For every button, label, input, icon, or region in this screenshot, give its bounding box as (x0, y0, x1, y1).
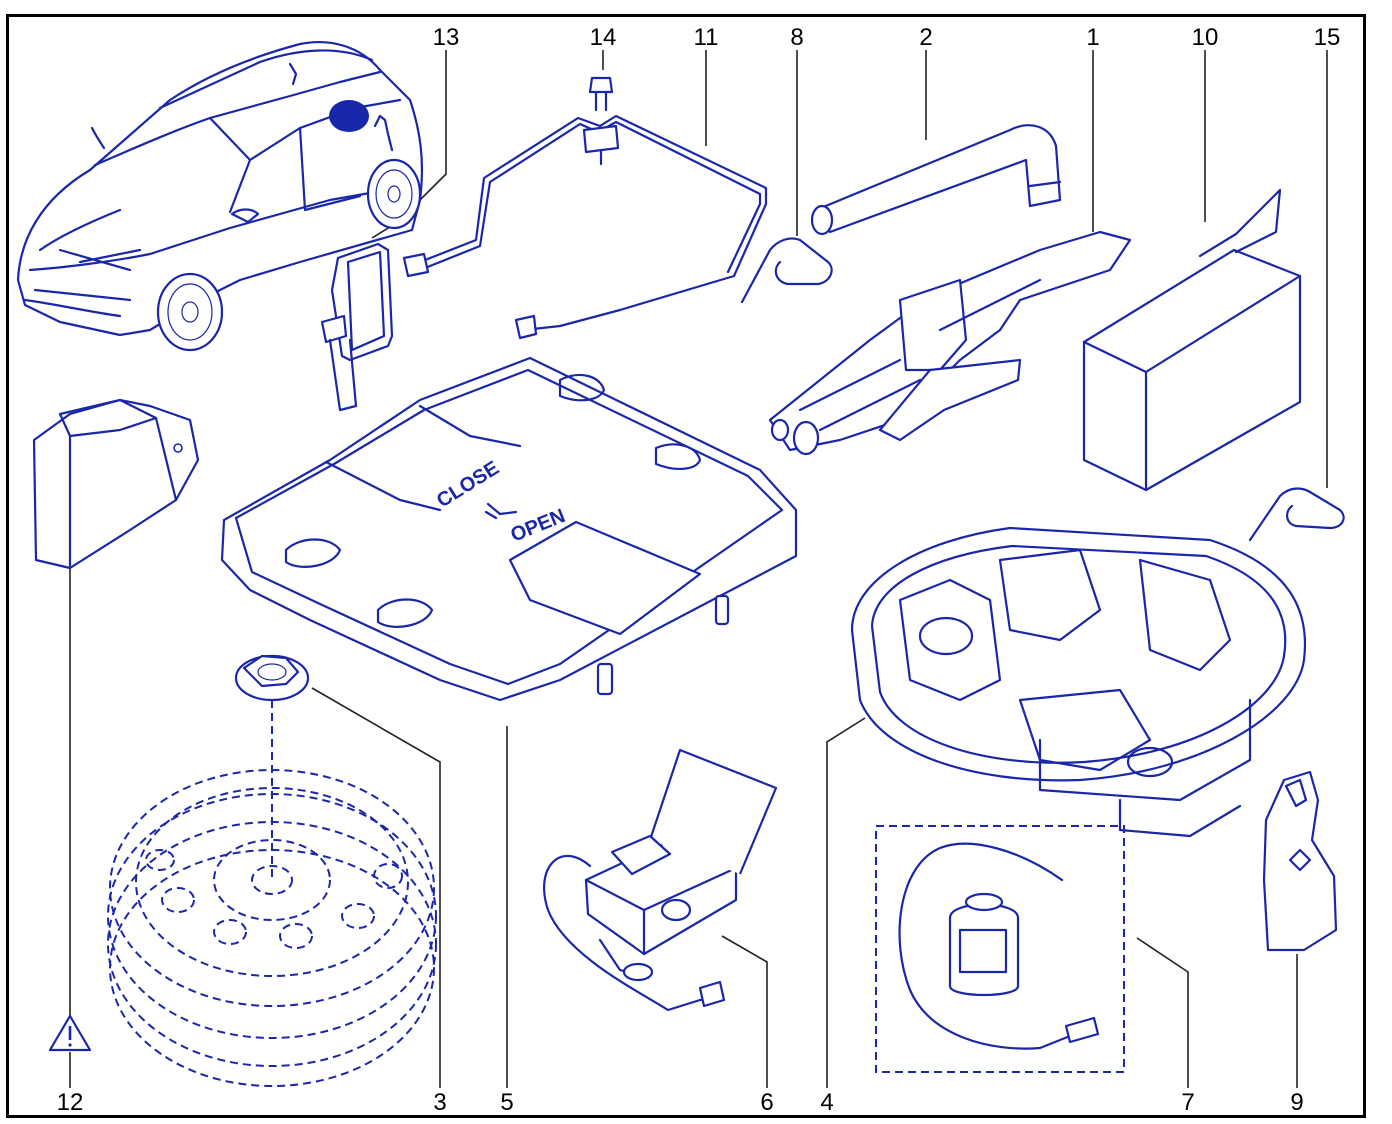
callout-10: 10 (1192, 24, 1219, 51)
hook-15 (1248, 487, 1345, 542)
callout-6: 6 (760, 1089, 773, 1116)
callout-13: 13 (433, 24, 460, 51)
hook-8 (740, 237, 833, 304)
callout-1: 1 (1086, 24, 1099, 51)
callout-8: 8 (790, 24, 803, 51)
callout-12: 12 (57, 1089, 84, 1116)
strap-13 (320, 242, 394, 412)
callout-2: 2 (919, 24, 932, 51)
storage-tray-4 (850, 526, 1306, 838)
spare-wheel-bracket-11 (402, 114, 768, 340)
car-illustration (16, 40, 424, 352)
leader-lines (69, 50, 1328, 1088)
diagram-frame (6, 14, 1366, 1118)
sealant-kit-7 (875, 825, 1125, 1073)
wheel-brace-2 (810, 124, 1062, 236)
bolt-14 (588, 76, 614, 112)
wheel-nut-3 (234, 654, 310, 880)
cover-5: CLOSE OPEN (220, 356, 798, 702)
callout-5: 5 (500, 1089, 513, 1116)
jack-cover-9 (1262, 770, 1338, 952)
warning-triangle-icon (48, 1014, 92, 1052)
callout-14: 14 (590, 24, 617, 51)
compressor-6 (543, 748, 778, 1012)
jack-1 (768, 230, 1132, 456)
box-10 (1082, 188, 1302, 492)
spare-wheel-dashed (107, 769, 437, 1087)
callout-9: 9 (1290, 1089, 1303, 1116)
callout-7: 7 (1181, 1089, 1194, 1116)
callout-numbers: 13 14 11 8 2 1 10 15 12 3 5 6 4 7 9 (57, 24, 1341, 1116)
callout-3: 3 (433, 1089, 446, 1116)
wheel-chock-12 (32, 398, 200, 570)
callout-11: 11 (694, 24, 719, 51)
callout-4: 4 (820, 1089, 833, 1116)
callout-15: 15 (1314, 24, 1341, 51)
